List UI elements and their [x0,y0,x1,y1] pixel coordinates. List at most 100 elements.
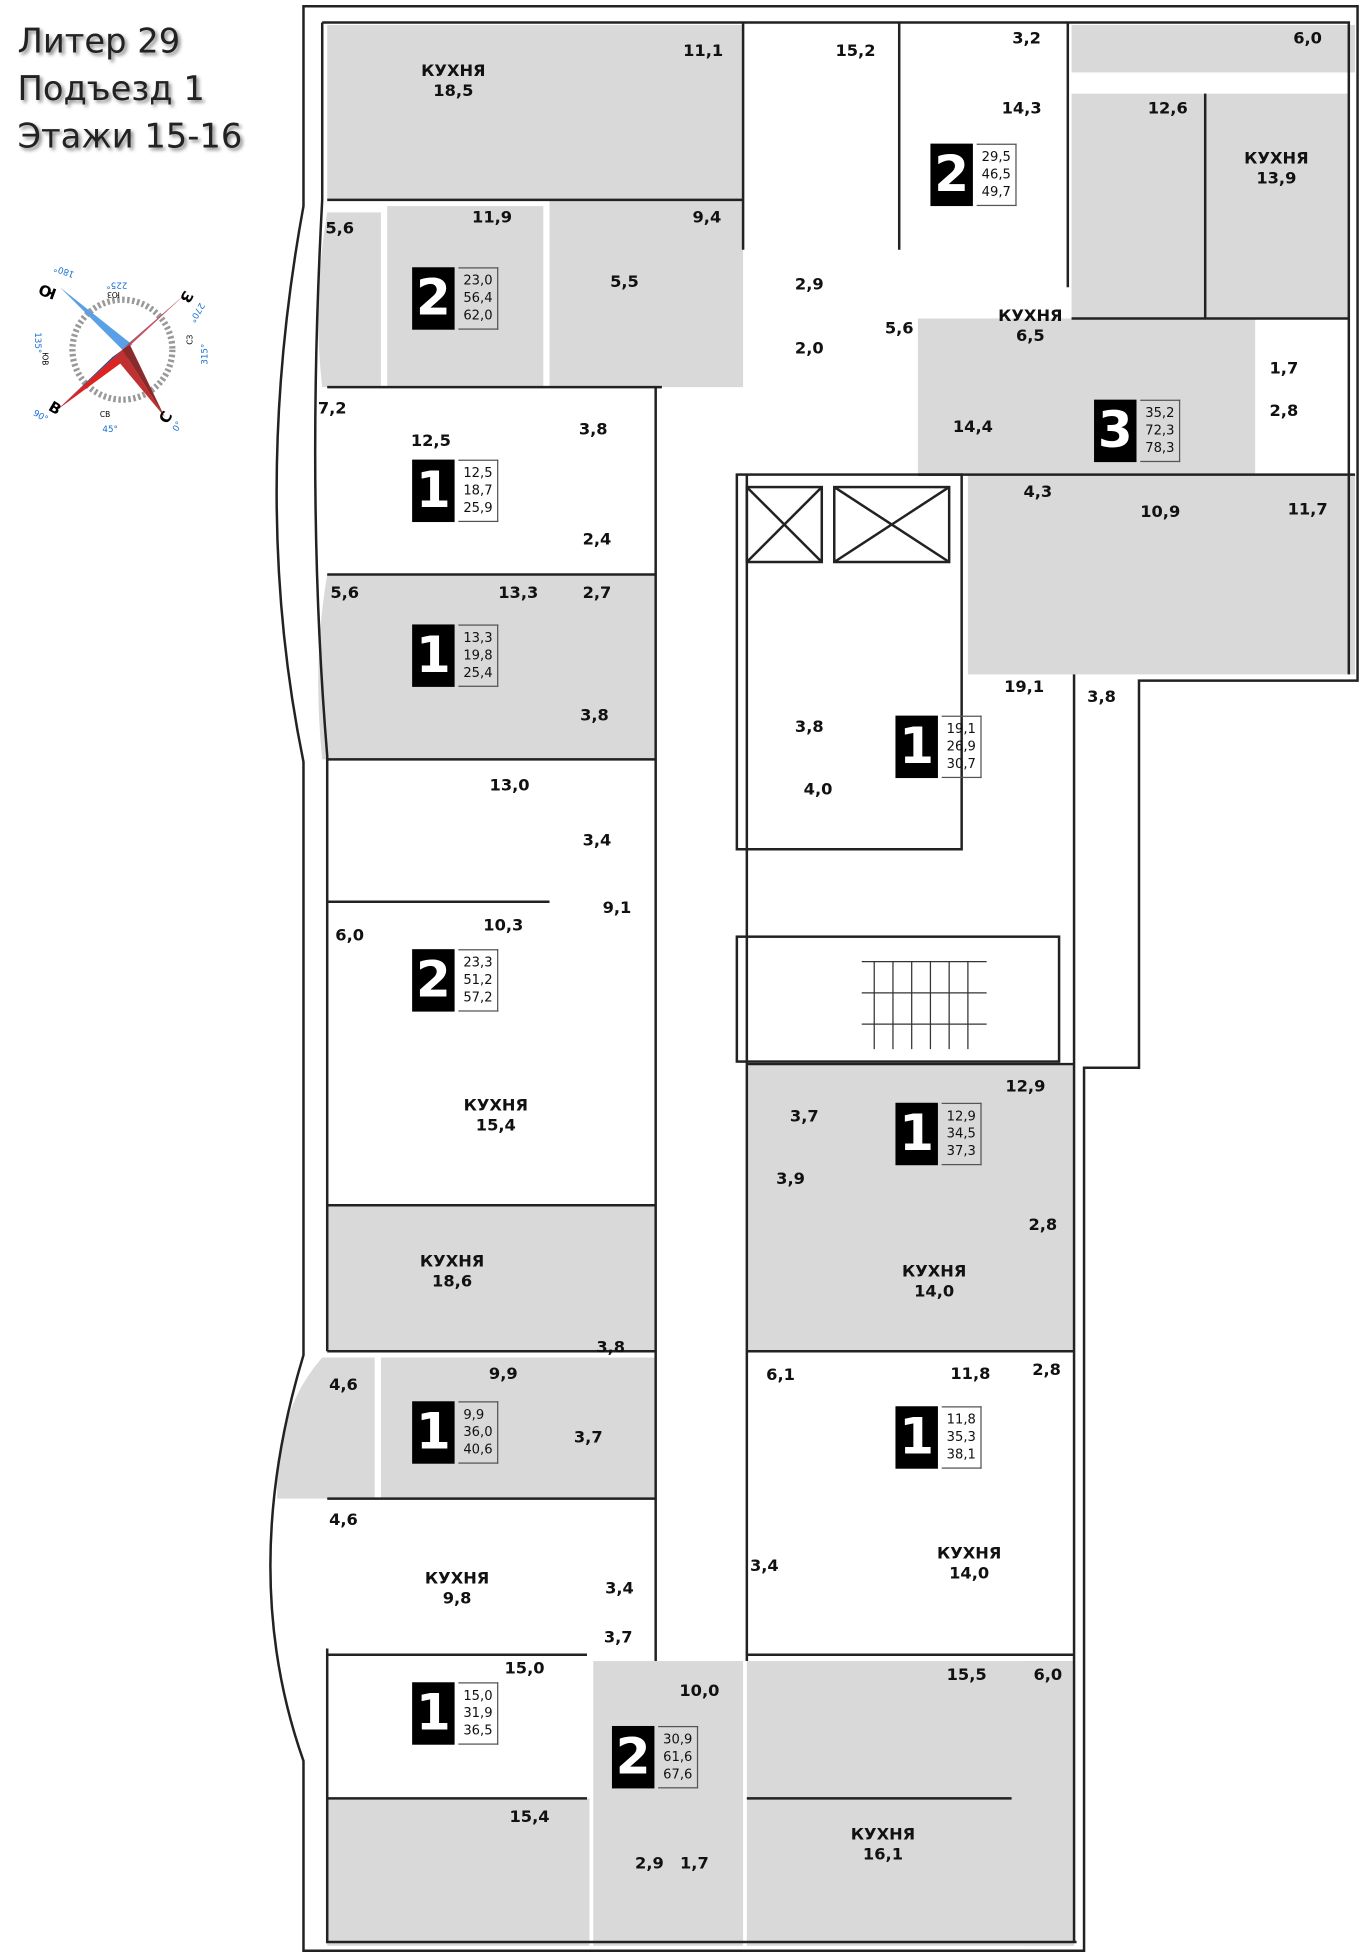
stairs [861,961,987,1050]
living-area: 15,0 [463,1688,493,1704]
room-area: 3,8 [578,420,608,440]
room-area-label: 2,9 [795,276,824,296]
total-area: 26,9 [946,739,976,755]
room-area-label: 2,4 [583,531,612,551]
apartment-room-count: 1 [412,459,455,523]
room-area-label: 1,7 [680,1855,709,1875]
room-area: 19,1 [1004,678,1045,697]
room-area-label: 15,5 [947,1666,987,1686]
room-area: 11,1 [683,42,724,62]
room-area: 6,0 [335,926,365,946]
room-area: 4,0 [803,780,833,800]
room-area-label: 3,8 [1087,688,1116,708]
living-area: 12,9 [946,1109,976,1125]
room-area: 15,2 [835,42,876,62]
room-area: 1,7 [1269,359,1299,379]
living-area: 9,9 [463,1407,485,1423]
room-area: 5,6 [325,219,355,239]
room-area-label: 6,0 [1033,1666,1062,1686]
room-area: 15,4 [509,1808,550,1828]
total-area-with-balcony: 67,6 [663,1767,693,1783]
living-area: 12,5 [463,465,493,481]
total-area-with-balcony: 49,7 [981,184,1011,200]
room-area-label: 12,6 [1148,100,1188,120]
living-area: 29,5 [981,149,1011,165]
room-name: КУХНЯ [424,1569,490,1589]
total-area-with-balcony: 36,5 [463,1723,493,1739]
room-area-label: 3,7 [574,1429,603,1449]
living-area: 30,9 [663,1732,693,1748]
room-area: 4,3 [1023,483,1053,503]
room-area: 12,9 [1005,1077,1046,1097]
room-area-label: 3,8 [579,421,608,441]
room-area-label: 9,9 [489,1365,518,1385]
room-area-label: 10,0 [679,1682,719,1702]
room-area: 14,0 [949,1564,990,1584]
apartment-room-count: 3 [1094,399,1137,463]
compass-deg-se: 135° [32,332,42,353]
room-area-label: 4,3 [1023,483,1052,503]
room-area: 3,7 [789,1107,819,1127]
apartment-room-count: 1 [895,1102,938,1166]
total-area-with-balcony: 40,6 [463,1442,493,1458]
room-area-label: 13,3 [498,584,538,604]
room-area-label: 11,1 [683,42,723,62]
room-area-label: 3,4 [583,832,612,852]
room-area: 2,9 [635,1854,664,1874]
compass-rose: Ю З С В 180° 270° 0° 90° 135° 225° 315° … [31,262,210,435]
apartment-room-count: 2 [412,267,455,330]
room-area-label: 13,0 [490,777,530,797]
room-area-label: 14,3 [1002,100,1042,120]
entrance-title: Подъезд 1 [17,69,205,109]
total-area: 56,4 [463,290,493,306]
room-area: 3,9 [776,1170,805,1189]
room-area: 18,6 [432,1272,473,1292]
room-area-label: 2,8 [1028,1216,1057,1236]
room-area: 2,0 [794,339,824,359]
compass-deg-north: 0° [171,420,185,434]
compass-deg-ne: 45° [102,425,117,435]
room-area-label: 4,6 [329,1511,358,1531]
compass-deg-sw: 225° [106,279,127,289]
room-area-label: 12,5 [411,432,451,452]
total-area: 18,7 [463,483,493,499]
room-area-label: 15,0 [505,1660,545,1680]
room-area: 3,8 [580,706,609,726]
room-area: 2,8 [1032,1361,1061,1381]
room-area: 2,7 [582,584,612,604]
room-area: 5,6 [884,319,914,339]
room-area-label: 4,6 [329,1376,358,1396]
apartment-room-count: 1 [412,1401,455,1464]
room-area-label: 3,7 [604,1629,633,1649]
apartment-room-count: 2 [412,949,455,1012]
room-area: 3,8 [1087,688,1116,707]
room-area: 15,0 [504,1659,545,1679]
room-area-label: 5,6 [330,584,359,604]
room-area: 18,5 [433,82,474,102]
room-area-label: 10,9 [1140,503,1180,523]
